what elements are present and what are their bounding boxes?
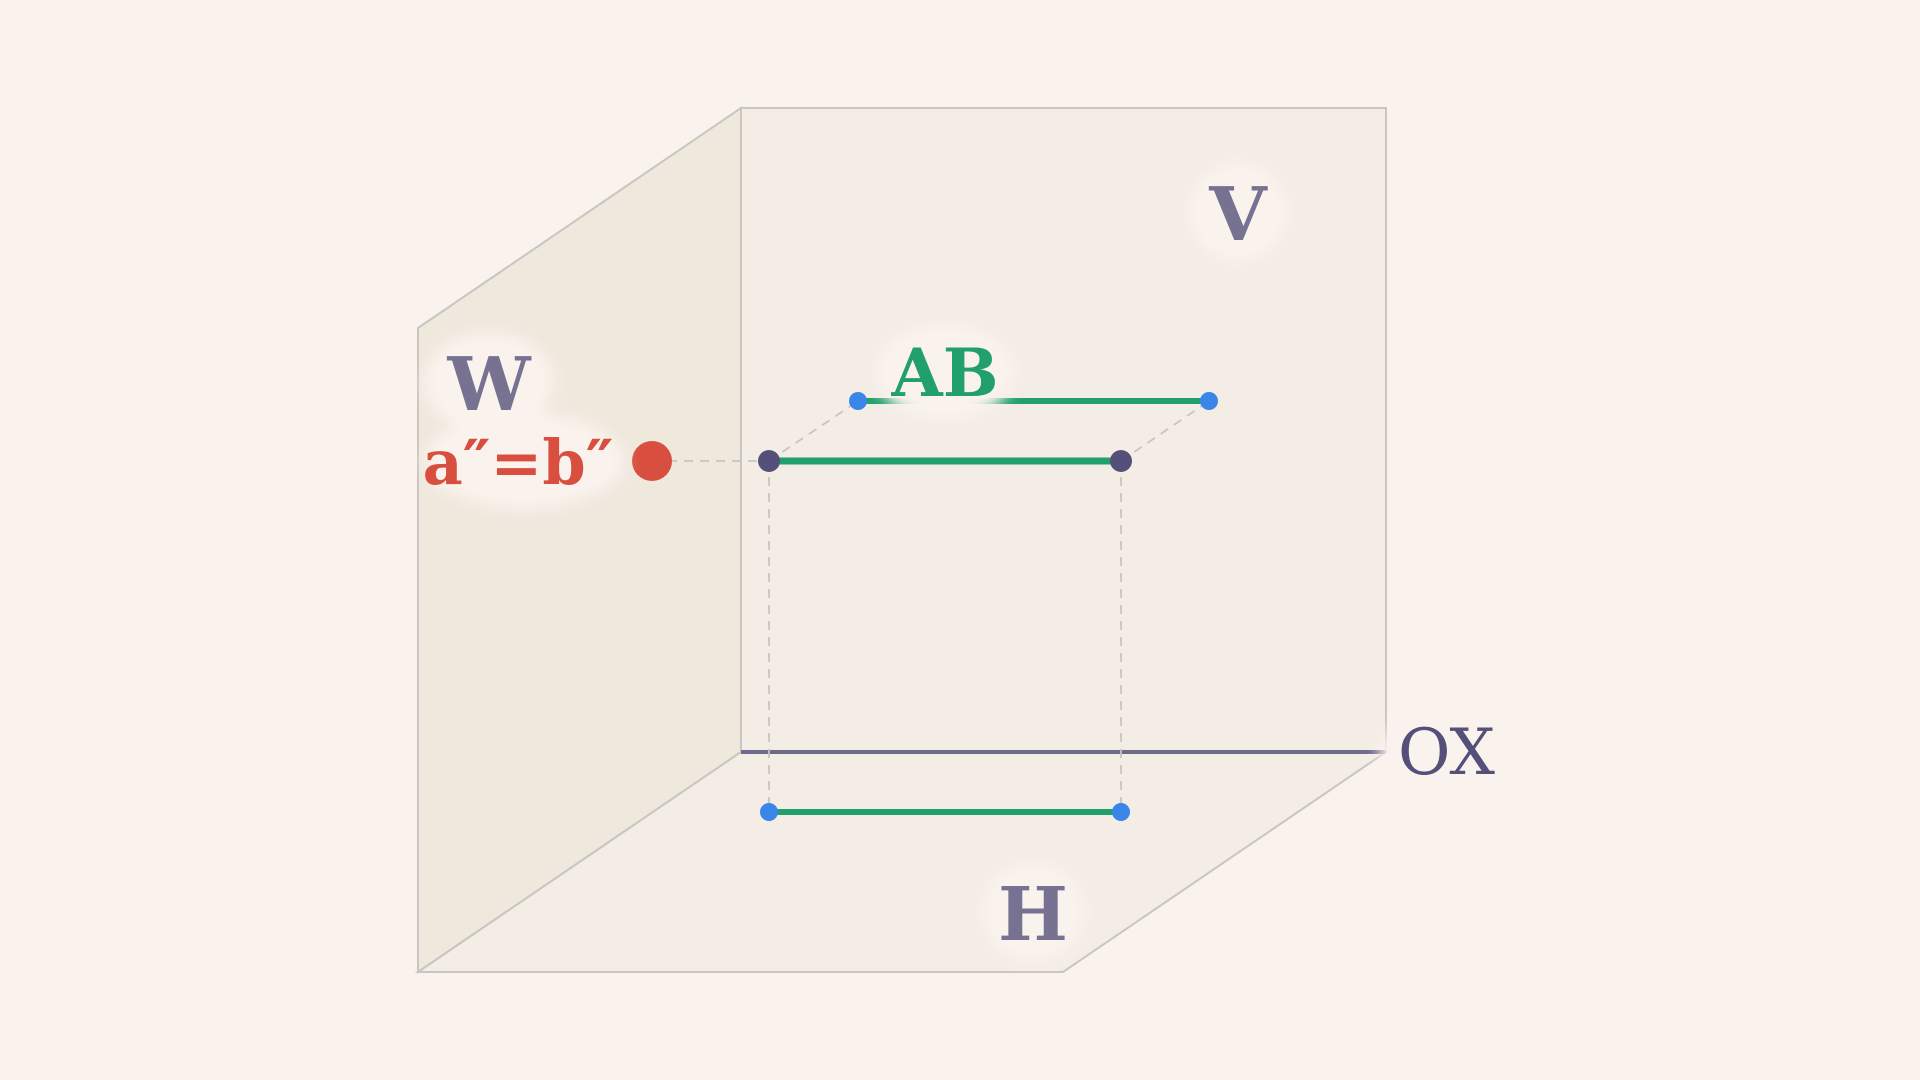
projection-line-b-depth [1120,400,1210,462]
label-halos [424,162,1503,962]
plane-w-label: W [446,342,531,428]
point-ab-profile [632,441,672,481]
point-b-real [1110,450,1132,472]
point-a-real [758,450,780,472]
plane-v-label: V [1208,172,1268,258]
ox-axis-label: OX [1398,716,1495,790]
profile-projection-label: a″=b″ [423,426,614,499]
segment-ab-label: AB [891,334,999,412]
point-a-horizontal [760,803,778,821]
plane-h-label: H [998,872,1068,958]
point-a-frontal [849,392,867,410]
plane-v-frontal [740,107,1387,753]
point-b-frontal [1200,392,1218,410]
projection-line-a-depth [768,400,859,462]
point-b-horizontal [1112,803,1130,821]
